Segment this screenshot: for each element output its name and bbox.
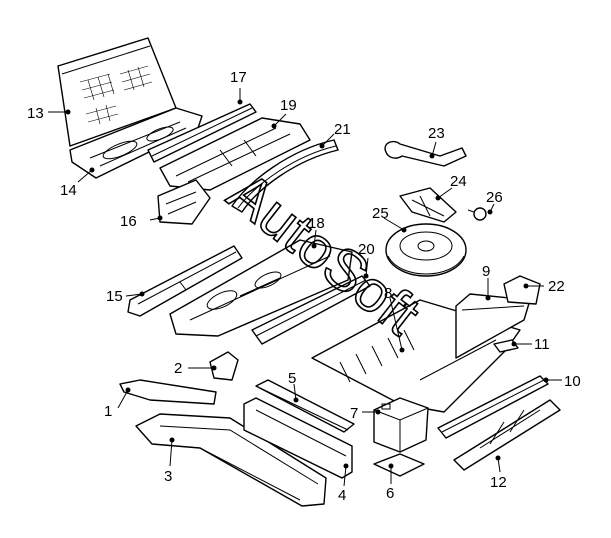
part-6-battery-tray	[373, 453, 425, 477]
part-4-box-section	[243, 397, 353, 479]
part-10-rear-cross-member	[437, 375, 549, 439]
part-1-arm	[119, 379, 217, 405]
part-20-cross-rail	[251, 275, 371, 345]
callout-18: 18	[308, 215, 325, 232]
callout-labels: 1 2 3 4 5 6 7 8 9 10 11 12 13 14 15 16 1…	[27, 69, 581, 504]
leader-lines	[48, 88, 562, 487]
callout-16: 16	[120, 213, 137, 230]
part-12-trim-panel	[453, 399, 561, 471]
callout-25: 25	[372, 205, 389, 222]
part-3-side-member	[135, 413, 327, 507]
part-15-left-sill	[127, 245, 243, 317]
callout-11: 11	[534, 336, 550, 353]
callout-19: 19	[280, 97, 297, 114]
callout-1: 1	[104, 403, 112, 420]
part-7-battery	[373, 397, 429, 453]
callout-7: 7	[350, 405, 358, 422]
callout-9: 9	[482, 263, 490, 280]
callout-12: 12	[490, 474, 507, 491]
part-21-side-rail	[231, 139, 339, 213]
part-22-small-bracket	[503, 275, 541, 305]
callout-20: 20	[358, 241, 375, 258]
part-9-rear-panel	[455, 293, 531, 359]
callout-3: 3	[164, 468, 172, 485]
part-2-bracket	[209, 351, 239, 381]
part-19-rear-floor	[159, 117, 311, 191]
callout-13: 13	[27, 105, 44, 122]
callout-8: 8	[384, 285, 392, 302]
callout-4: 4	[338, 487, 346, 504]
part-18-main-floor	[169, 239, 353, 337]
callout-15: 15	[106, 288, 123, 305]
callout-6: 6	[386, 485, 394, 502]
callout-2: 2	[174, 360, 182, 377]
callout-23: 23	[428, 125, 445, 142]
part-26-bolt	[467, 207, 487, 221]
callout-22: 22	[548, 278, 565, 295]
part-25-spare-wheel	[385, 223, 467, 277]
part-5-cross-beam	[255, 379, 355, 433]
callout-10: 10	[564, 373, 581, 390]
part-24-jack	[399, 187, 457, 223]
callout-17: 17	[230, 69, 247, 86]
callout-21: 21	[334, 121, 351, 138]
part-17-cross-member	[147, 103, 257, 163]
part-23-wheel-brace	[384, 140, 467, 167]
callout-14: 14	[60, 182, 77, 199]
callout-5: 5	[288, 370, 296, 387]
callout-24: 24	[450, 173, 467, 190]
callout-26: 26	[486, 189, 503, 206]
